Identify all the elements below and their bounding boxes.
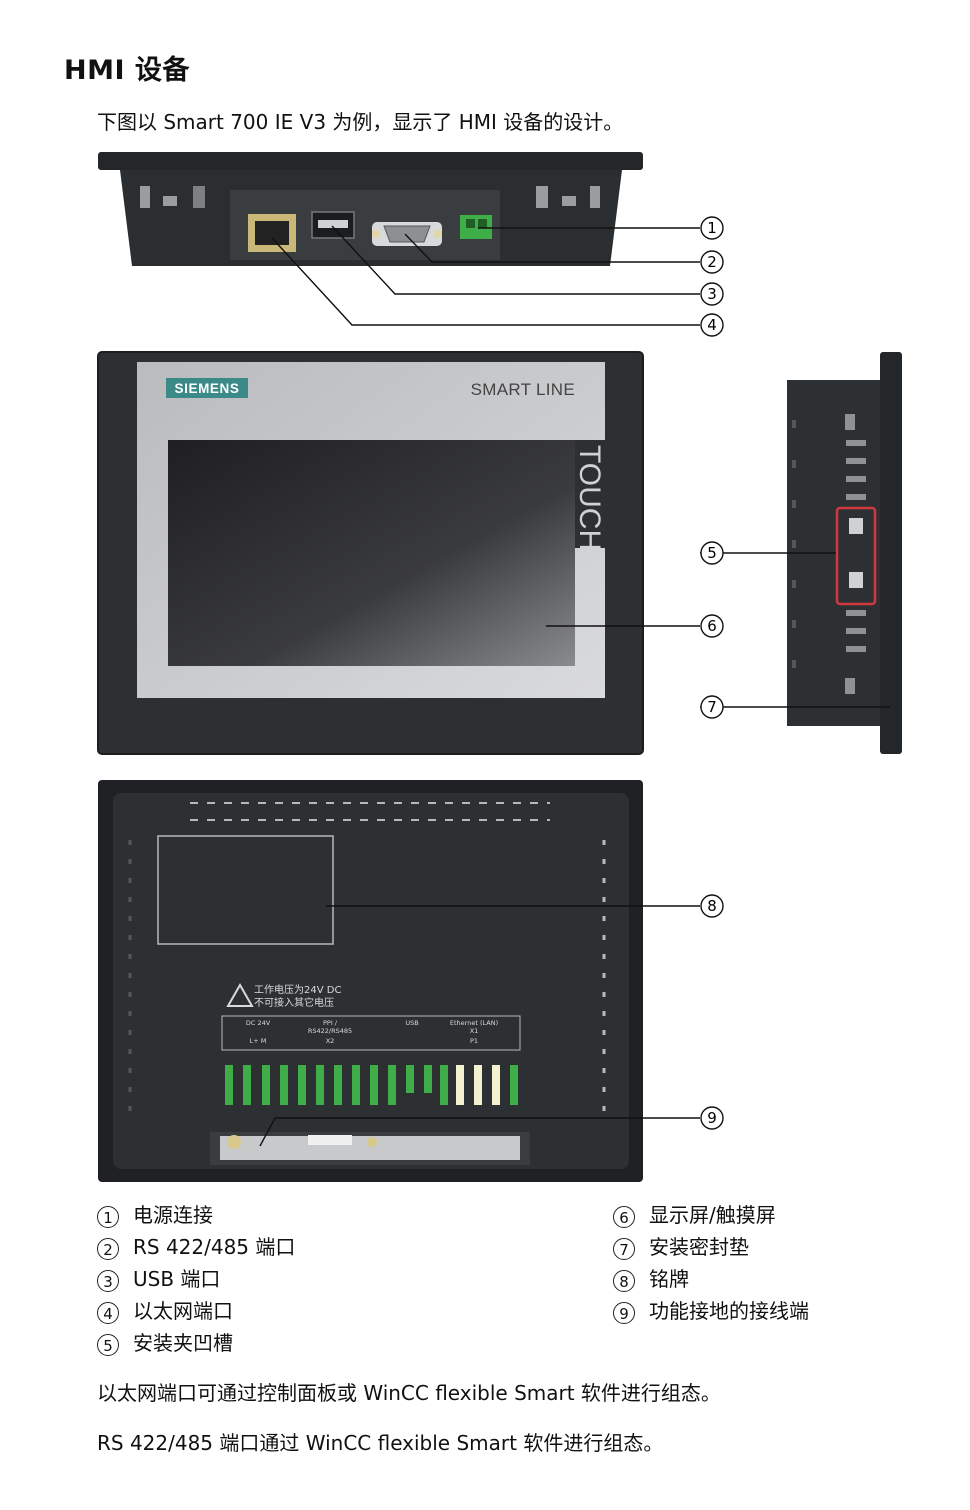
warning-icon <box>226 982 254 1007</box>
usb-port <box>311 211 355 239</box>
note-ethernet: 以太网端口可通过控制面板或 WinCC flexible Smart 软件进行组… <box>97 1381 721 1405</box>
intro-text: 下图以 Smart 700 IE V3 为例，显示了 HMI 设备的设计。 <box>97 110 624 134</box>
series-text: SMART LINE <box>471 380 575 399</box>
vent-slots <box>225 1065 518 1105</box>
note-rs422: RS 422/485 端口通过 WinCC flexible Smart 软件进… <box>97 1431 664 1455</box>
dc-label: DC 24V <box>246 1019 271 1027</box>
callout-1: 1 <box>700 216 724 240</box>
device-rear-view: 工作电压为24V DC 不可接入其它电压 DC 24V L+ M PPI / R… <box>98 780 643 1182</box>
rs422-485-port <box>372 222 442 246</box>
ground-screw-icon <box>227 1135 241 1149</box>
svg-text:9: 9 <box>707 1109 717 1127</box>
legend-text: 显示屏/触摸屏 <box>649 1203 776 1227</box>
eth-label: Ethernet (LAN) <box>450 1019 498 1027</box>
svg-text:4: 4 <box>707 316 717 334</box>
touch-screen <box>168 440 575 666</box>
legend-text: 安装夹凹槽 <box>133 1331 233 1355</box>
warning-text-2: 不可接入其它电压 <box>254 996 334 1009</box>
svg-text:6: 6 <box>707 617 717 635</box>
svg-text:7: 7 <box>707 698 717 716</box>
brand-text: SIEMENS <box>175 381 240 396</box>
ppi-label: PPI / <box>323 1019 338 1027</box>
callout-9: 9 <box>700 1106 724 1130</box>
device-bottom-view <box>98 152 643 266</box>
svg-text:3: 3 <box>707 285 717 303</box>
device-front-view: SIEMENS SMART LINE TOUCH <box>97 351 644 755</box>
callout-3: 3 <box>700 282 724 306</box>
legend-text: 电源连接 <box>133 1203 213 1227</box>
hmi-device-figure: SIEMENS SMART LINE TOUCH <box>97 152 902 1182</box>
eth-x-label: X1 <box>470 1027 479 1035</box>
legend-text: RS 422/485 端口 <box>133 1235 296 1259</box>
legend-text: 安装密封垫 <box>649 1235 749 1259</box>
svg-text:5: 5 <box>707 544 717 562</box>
eth-sub-label: P1 <box>470 1037 478 1045</box>
callout-lines <box>259 225 890 1147</box>
legend-text: 以太网端口 <box>133 1299 233 1323</box>
dc-sub-label: L+ M <box>250 1037 267 1045</box>
svg-text:8: 8 <box>707 897 717 915</box>
touch-label: TOUCH <box>573 445 606 551</box>
siemens-logo-plate <box>166 378 248 398</box>
svg-text:1: 1 <box>707 219 717 237</box>
ethernet-port <box>248 214 296 252</box>
usb-label: USB <box>405 1019 418 1027</box>
callout-4: 4 <box>700 313 724 337</box>
callout-6: 6 <box>700 614 724 638</box>
ppi-sub-label: X2 <box>326 1037 335 1045</box>
warning-text-1: 工作电压为24V DC <box>254 983 341 996</box>
legend-text: 功能接地的接线端 <box>649 1299 809 1323</box>
mounting-clip-recess-highlight <box>835 506 877 606</box>
legend-text: USB 端口 <box>133 1267 221 1291</box>
callout-2: 2 <box>700 250 724 274</box>
legend-text: 铭牌 <box>649 1267 689 1291</box>
callout-numbers: 1 2 3 4 5 6 7 8 9 <box>700 216 724 1130</box>
page-title: HMI 设备 <box>64 55 190 86</box>
callout-8: 8 <box>700 894 724 918</box>
power-connector <box>460 215 492 239</box>
ppi2-label: RS422/RS485 <box>308 1027 352 1035</box>
svg-text:2: 2 <box>707 253 717 271</box>
callout-5: 5 <box>700 541 724 565</box>
rating-plate-outline <box>157 835 334 945</box>
callout-7: 7 <box>700 695 724 719</box>
